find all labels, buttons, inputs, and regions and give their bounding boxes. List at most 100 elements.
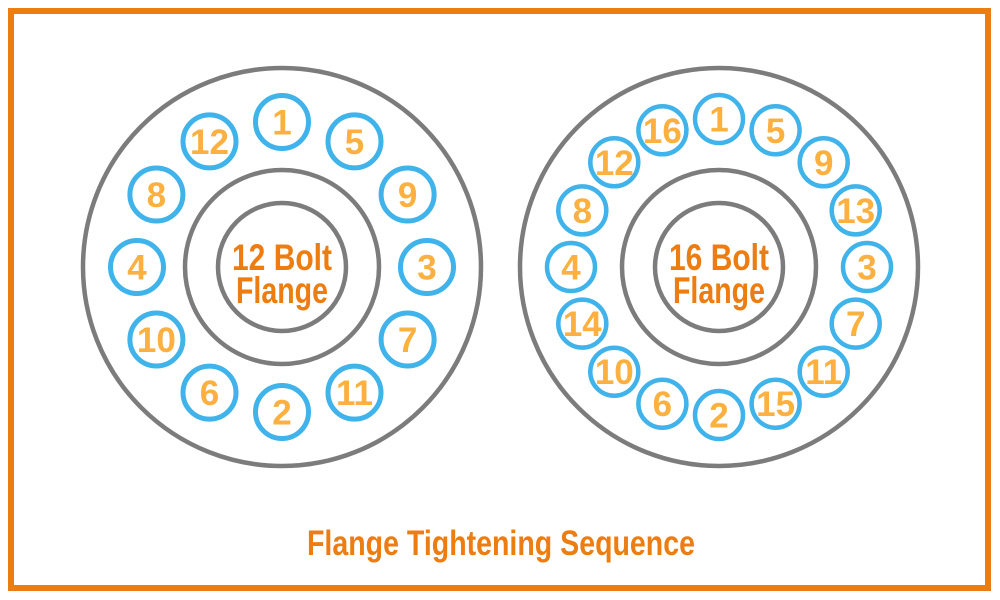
bolt-11: 11: [325, 363, 384, 422]
bolt-4: 4: [108, 238, 166, 296]
bolt-number: 13: [836, 192, 875, 231]
bolt-circle: [556, 184, 609, 237]
bolt-number: 6: [653, 385, 672, 424]
bolt-circle: [692, 92, 746, 146]
bolt-circle: [749, 377, 802, 430]
bolt-circle: [556, 297, 609, 350]
bolt-circle: [588, 136, 641, 189]
bolt-number: 2: [272, 394, 291, 433]
flange-16-outer-rim: [517, 65, 921, 469]
bolt-7: 7: [378, 310, 437, 369]
flange-12-outer-rim: [80, 65, 484, 469]
flange-12-raised-face: [182, 167, 382, 367]
bolt-number: 11: [336, 374, 373, 413]
bolt-circle: [692, 388, 746, 442]
bolt-6: 6: [180, 363, 239, 422]
bolt-5: 5: [749, 104, 802, 157]
bolt-8: 8: [556, 184, 609, 237]
bolt-number: 1: [709, 101, 728, 140]
bolt-circle: [636, 377, 689, 430]
bolt-circle: [544, 240, 598, 294]
bolt-circle: [378, 165, 437, 224]
bolt-circle: [797, 345, 850, 398]
flange-16-label-line1: 16 Bolt: [669, 237, 769, 278]
bolt-number: 12: [595, 144, 634, 183]
flange-12-bore: [215, 200, 349, 334]
bolt-circle: [749, 104, 802, 157]
bolt-number: 16: [643, 112, 682, 151]
bolt-number: 12: [190, 123, 229, 162]
bolt-3: 3: [840, 240, 894, 294]
bolt-circle: [378, 310, 437, 369]
bolt-number: 5: [345, 123, 364, 162]
flange-12-label-line1: 12 Bolt: [232, 237, 332, 278]
bolt-circle: [398, 238, 456, 296]
bolt-circle: [840, 240, 894, 294]
bolt-5: 5: [325, 112, 384, 171]
bolt-12: 12: [180, 112, 239, 171]
bolt-number: 3: [857, 249, 876, 288]
bolt-circle: [253, 383, 311, 441]
bolt-number: 14: [563, 305, 602, 344]
bolt-number: 11: [805, 353, 842, 392]
bolt-9: 9: [797, 136, 850, 189]
bolt-number: 10: [595, 353, 634, 392]
bolt-number: 15: [756, 385, 795, 424]
bolt-number: 3: [417, 249, 436, 288]
bolt-1: 1: [253, 93, 311, 151]
bolt-7: 7: [829, 297, 882, 350]
bolt-14: 14: [556, 297, 609, 350]
bolt-number: 4: [561, 249, 581, 288]
bolt-circle: [127, 165, 186, 224]
flange-12-bolt: 1 59 37 11 2 6 10 48 12 12 Bolt Flange: [80, 65, 484, 469]
bolt-8: 8: [127, 165, 186, 224]
bolt-number: 9: [814, 144, 833, 183]
bolt-number: 6: [200, 374, 219, 413]
bolt-number: 4: [127, 249, 147, 288]
bolt-circle: [636, 104, 689, 157]
bolt-10: 10: [127, 310, 186, 369]
bolt-2: 2: [692, 388, 746, 442]
bolt-circle: [180, 363, 239, 422]
bolt-circle: [325, 363, 384, 422]
bolt-number: 8: [147, 176, 166, 215]
bolt-circle: [253, 93, 311, 151]
bolt-circle: [829, 297, 882, 350]
bolt-circle: [797, 136, 850, 189]
bolt-4: 4: [544, 240, 598, 294]
bolt-circle: [325, 112, 384, 171]
bolt-number: 7: [846, 305, 865, 344]
bolt-number: 1: [272, 104, 291, 143]
bolt-13: 13: [829, 184, 882, 237]
bolt-16: 16: [636, 104, 689, 157]
bolt-10: 10: [588, 345, 641, 398]
bolt-11: 11: [797, 345, 850, 398]
flange-16-raised-face: [619, 167, 819, 367]
flange-16-label-line2: Flange: [673, 270, 765, 311]
bolt-circle: [829, 184, 882, 237]
bolt-9: 9: [378, 165, 437, 224]
bolt-number: 5: [766, 112, 785, 151]
flange-16-bore: [652, 200, 786, 334]
bolt-circle: [127, 310, 186, 369]
bolt-2: 2: [253, 383, 311, 441]
diagram-title: Flange Tightening Sequence: [307, 524, 695, 563]
bolt-12: 12: [588, 136, 641, 189]
bolt-6: 6: [636, 377, 689, 430]
bolt-1: 1: [692, 92, 746, 146]
flange-12-label-line2: Flange: [236, 270, 328, 311]
bolt-3: 3: [398, 238, 456, 296]
bolt-number: 7: [398, 321, 417, 360]
bolt-number: 2: [709, 397, 728, 436]
bolt-circle: [588, 345, 641, 398]
bolt-number: 10: [137, 321, 176, 360]
bolt-15: 15: [749, 377, 802, 430]
flange-12-bolt-ring: 1 59 37 11 2 6 10 48 12: [108, 93, 456, 441]
bolt-circle: [108, 238, 166, 296]
bolt-number: 8: [573, 192, 592, 231]
bolt-circle: [180, 112, 239, 171]
